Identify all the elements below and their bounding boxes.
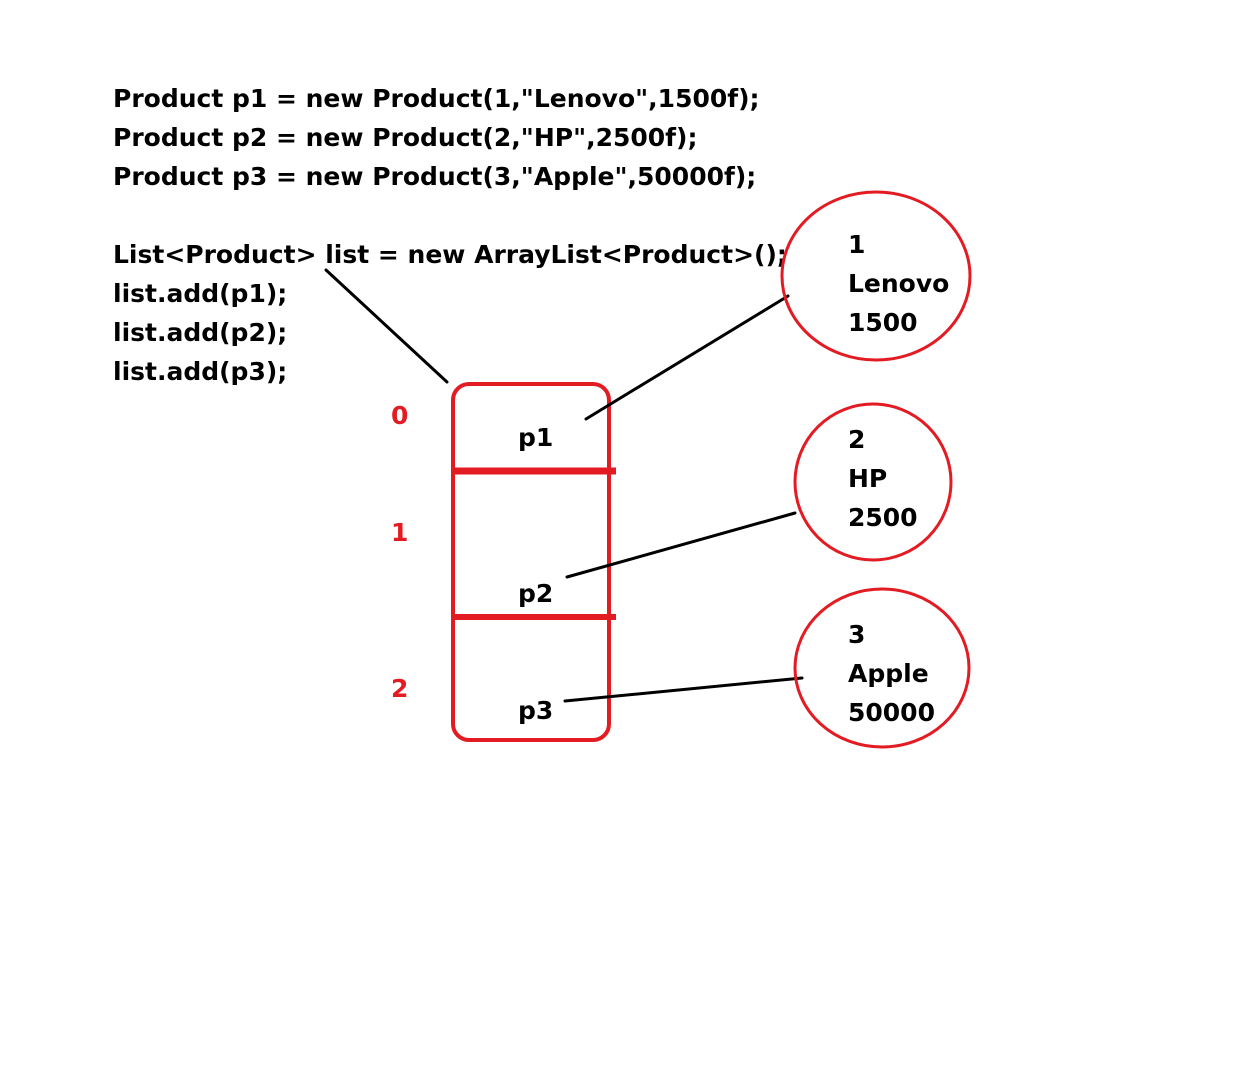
object-1-id: 1	[848, 230, 865, 259]
index-label-2: 2	[391, 674, 408, 703]
product-object-2: 2 HP 2500	[793, 402, 953, 562]
list-cell-p1: p1	[518, 423, 553, 452]
object-circle-2	[793, 402, 953, 562]
reference-arrow-p1	[584, 294, 790, 421]
list-indices: 0 1 2	[391, 401, 408, 703]
code-line-p1: Product p1 = new Product(1,"Lenovo",1500…	[113, 84, 760, 113]
object-3-price: 50000	[848, 698, 935, 727]
index-label-1: 1	[391, 518, 408, 547]
object-2-name: HP	[848, 464, 887, 493]
code-line-p3: Product p3 = new Product(3,"Apple",50000…	[113, 162, 756, 191]
code-line-add-p3: list.add(p3);	[113, 357, 287, 386]
object-3-id: 3	[848, 620, 865, 649]
list-cell-p3: p3	[518, 696, 553, 725]
object-circle-3	[793, 587, 971, 749]
object-circle-1	[780, 190, 972, 362]
list-cell-p2: p2	[518, 579, 553, 608]
product-object-1: 1 Lenovo 1500	[780, 190, 972, 362]
object-1-price: 1500	[848, 308, 918, 337]
reference-arrow-p2	[565, 511, 797, 579]
object-3-name: Apple	[848, 659, 929, 688]
list-outline	[451, 382, 611, 742]
code-line-add-p2: list.add(p2);	[113, 318, 287, 347]
array-list-box: p1 p2 p3	[451, 382, 616, 742]
product-object-3: 3 Apple 50000	[793, 587, 971, 749]
code-line-list-decl: List<Product> list = new ArrayList<Produ…	[113, 240, 787, 269]
reference-arrow-p3	[563, 676, 804, 703]
code-line-add-p1: list.add(p1);	[113, 279, 287, 308]
list-reference-arrow	[324, 268, 449, 384]
object-2-price: 2500	[848, 503, 918, 532]
code-block: Product p1 = new Product(1,"Lenovo",1500…	[113, 84, 787, 386]
object-1-name: Lenovo	[848, 269, 949, 298]
object-2-id: 2	[848, 425, 865, 454]
index-label-0: 0	[391, 401, 408, 430]
code-line-p2: Product p2 = new Product(2,"HP",2500f);	[113, 123, 697, 152]
